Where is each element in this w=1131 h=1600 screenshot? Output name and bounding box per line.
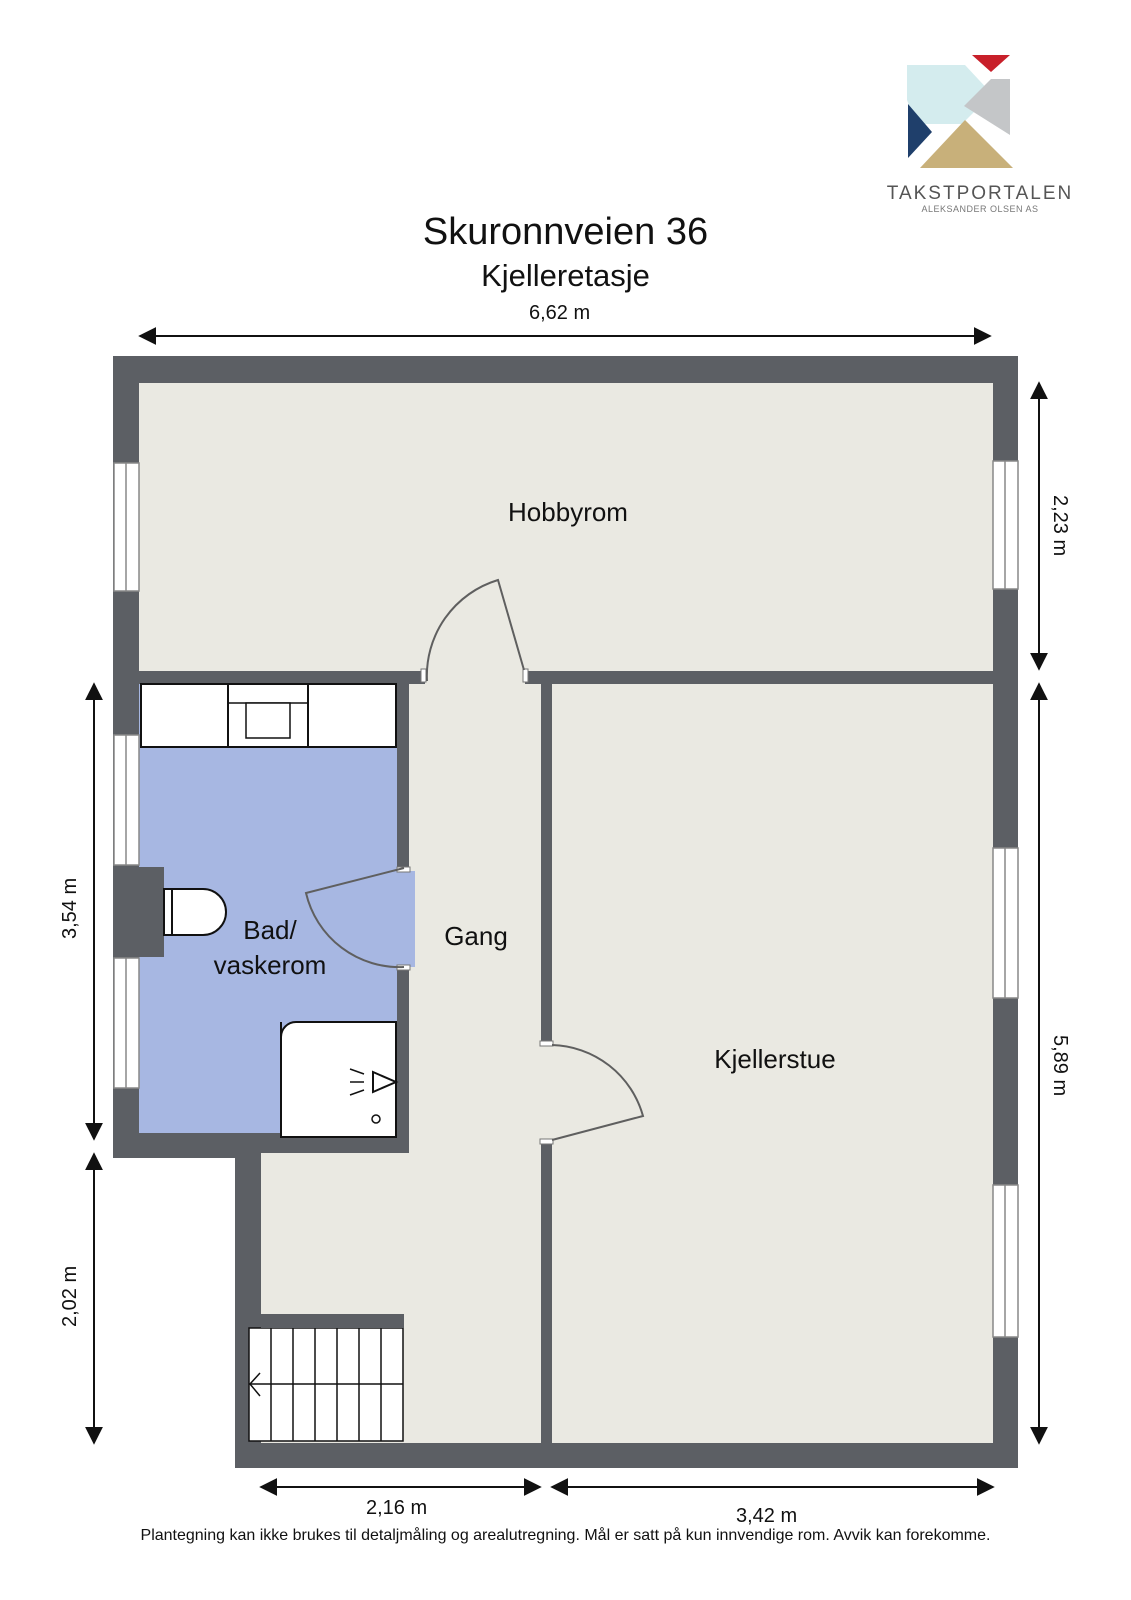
door-bad [304, 867, 405, 969]
dim-left-lower: 2,02 m [59, 1265, 81, 1327]
room-label-hobbyrom: Hobbyrom [508, 497, 628, 527]
chimney [113, 867, 164, 957]
room-gang [261, 684, 541, 1443]
dim-right-lower: 5,89 m [1049, 1035, 1071, 1097]
room-kjellerstue [552, 684, 993, 1443]
room-label-bad-line2: vaskerom [213, 950, 327, 980]
room-label-kjellerstue: Kjellerstue [714, 1044, 836, 1074]
floors [139, 383, 993, 1443]
dim-bottom-right: 3,42 m [736, 1505, 798, 1527]
dim-left-upper: 3,54 m [59, 877, 81, 939]
page-title: Skuronnveien 36 [422, 211, 709, 253]
logo-name: TAKSTPORTALEN [886, 183, 1074, 204]
dimension-lines [85, 327, 1048, 1496]
windows [113, 460, 1019, 1338]
room-hobbyrom [139, 383, 993, 671]
door-kjellerstue [551, 1044, 645, 1141]
room-label-gang: Gang [444, 921, 508, 951]
dim-bottom-left: 2,16 m [366, 1497, 428, 1519]
disclaimer: Plantegning kan ikke brukes til detaljmå… [140, 1527, 991, 1544]
room-label-bad-line1: Bad/ [243, 915, 297, 945]
logo-company: ALEKSANDER OLSEN AS [921, 204, 1039, 214]
stairs-icon [248, 1327, 404, 1442]
logo [880, 50, 1080, 225]
toilet-icon [163, 888, 227, 936]
door-hobbyrom [425, 578, 525, 682]
takstportalen-logo-icon [907, 55, 1013, 168]
shower-icon [279, 1021, 399, 1138]
dim-right-upper: 2,23 m [1049, 495, 1071, 557]
dim-top-width: 6,62 m [529, 302, 591, 324]
floor-name: Kjelleretasje [481, 258, 650, 293]
bathroom-cabinets [140, 683, 397, 748]
